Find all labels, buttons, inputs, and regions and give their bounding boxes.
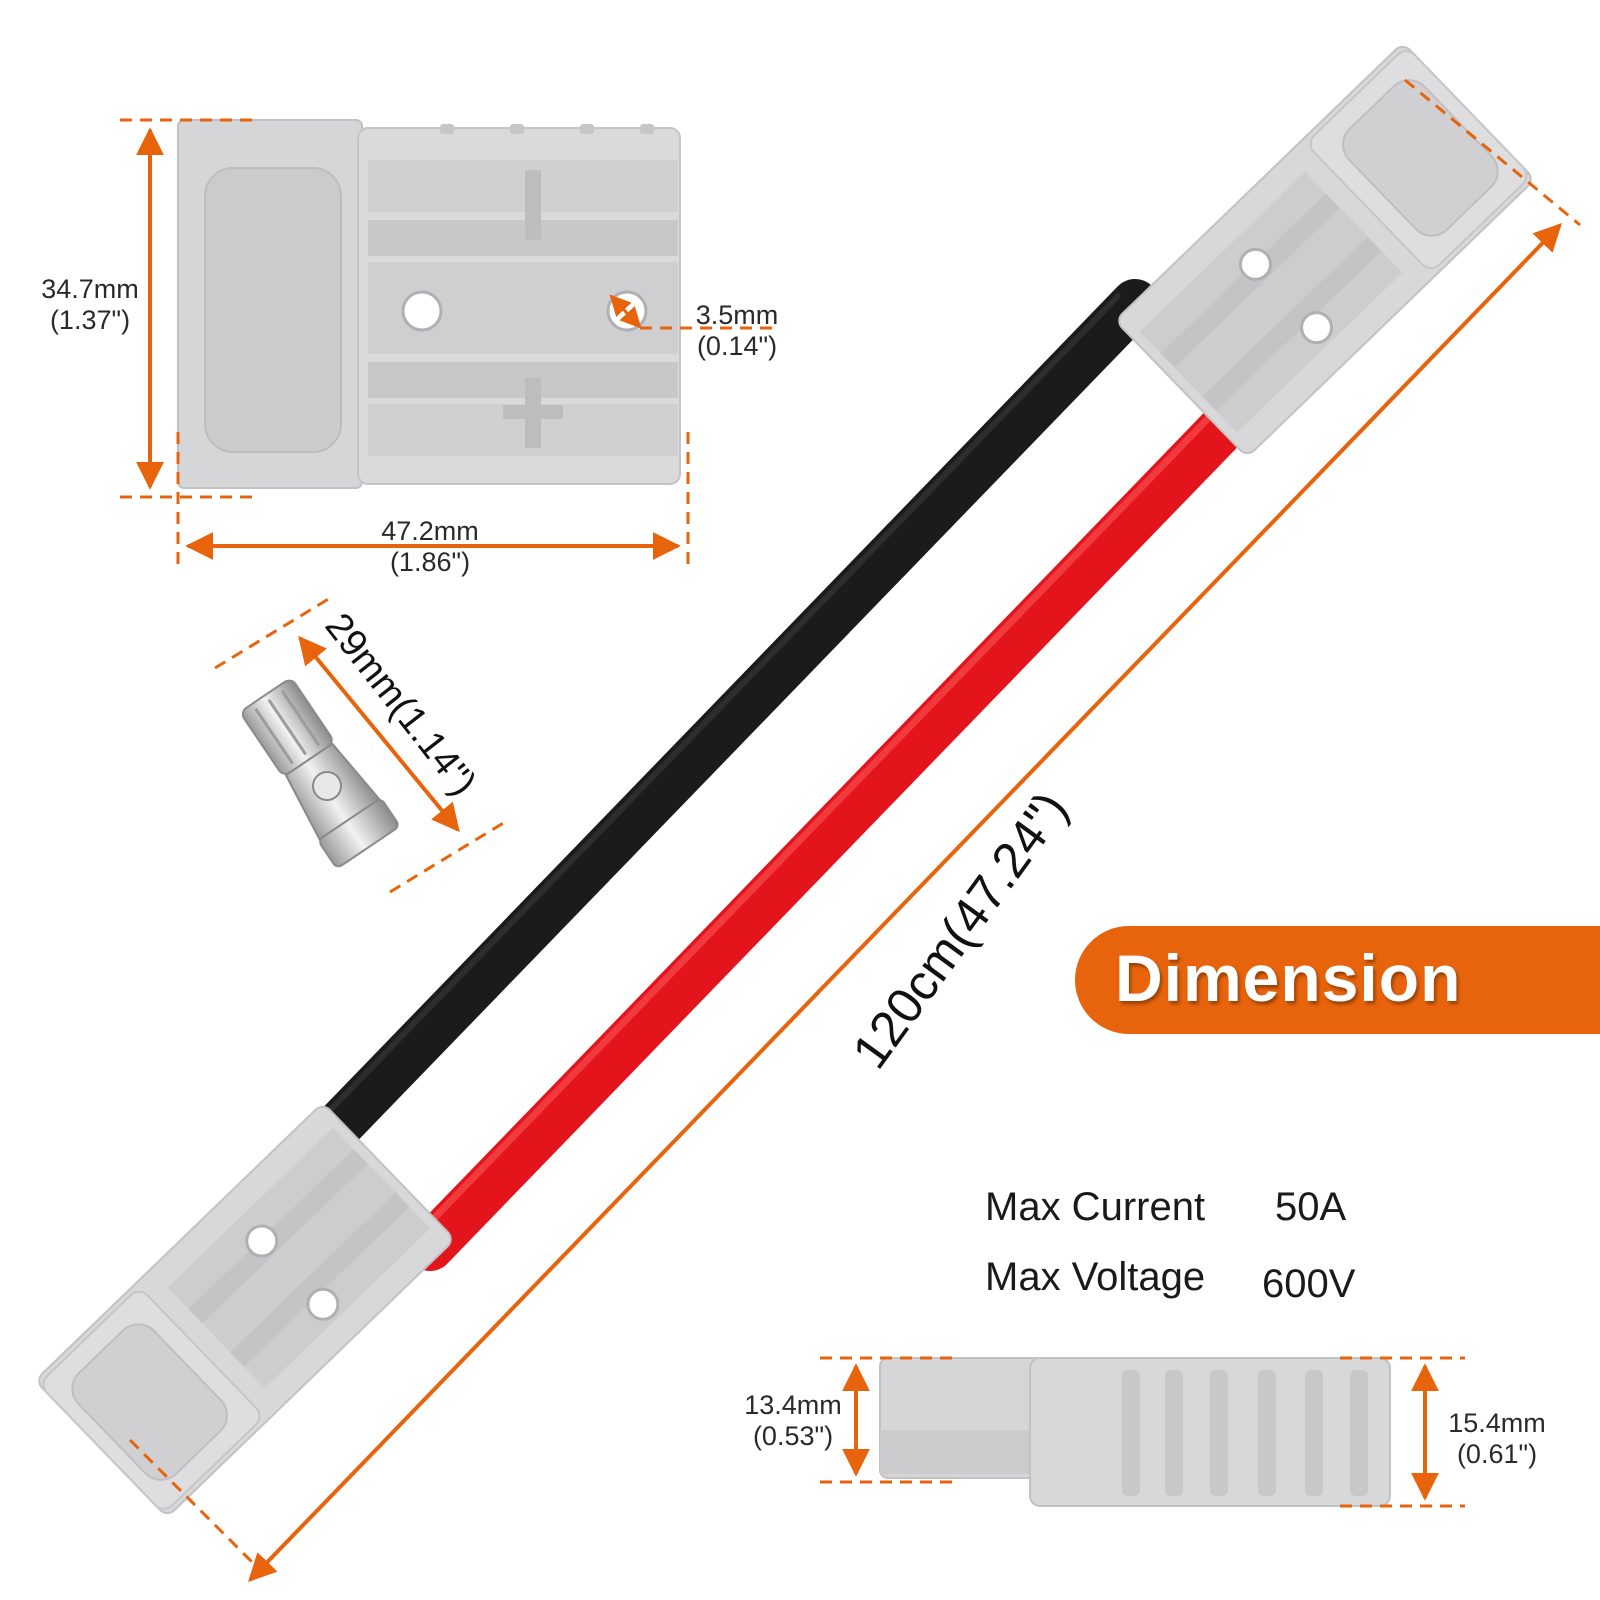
dimension-badge-title: Dimension [1115, 941, 1462, 1015]
anderson-connector-icon [1118, 45, 1532, 455]
anderson-connector-icon-2 [38, 1105, 452, 1515]
hole-diameter-inch: (0.14") [696, 331, 778, 362]
connector-side-view [879, 1357, 1391, 1507]
housing-width-mm: 47.2mm [381, 516, 479, 546]
side-right-height-label: 15.4mm (0.61") [1432, 1408, 1562, 1470]
side-left-height-mm: 13.4mm [744, 1390, 842, 1420]
max-current-value: 50A [1275, 1185, 1347, 1229]
hole-diameter-label: 3.5mm (0.14") [682, 300, 792, 362]
side-left-height-inch: (0.53") [752, 1421, 834, 1452]
housing-width-label: 47.2mm (1.86") [360, 516, 500, 578]
cable-length-dimension-lines [128, 78, 1581, 1583]
housing-height-inch: (1.37") [49, 305, 131, 336]
max-voltage-label: Max Voltage [985, 1255, 1206, 1299]
side-right-height-inch: (0.61") [1456, 1439, 1538, 1470]
housing-height-mm: 34.7mm [41, 274, 139, 304]
side-view-dimension-lines [820, 1356, 1465, 1508]
housing-height-label: 34.7mm (1.37") [30, 274, 150, 336]
connector-front-view [177, 119, 681, 489]
max-voltage-value: 600V [1262, 1262, 1356, 1306]
max-current-label: Max Current [985, 1185, 1206, 1229]
hole-diameter-mm: 3.5mm [695, 300, 779, 330]
side-right-height-mm: 15.4mm [1448, 1408, 1546, 1438]
housing-width-inch: (1.86") [389, 547, 471, 578]
side-left-height-label: 13.4mm (0.53") [728, 1390, 858, 1452]
dimension-badge: Dimension [1075, 926, 1600, 1034]
